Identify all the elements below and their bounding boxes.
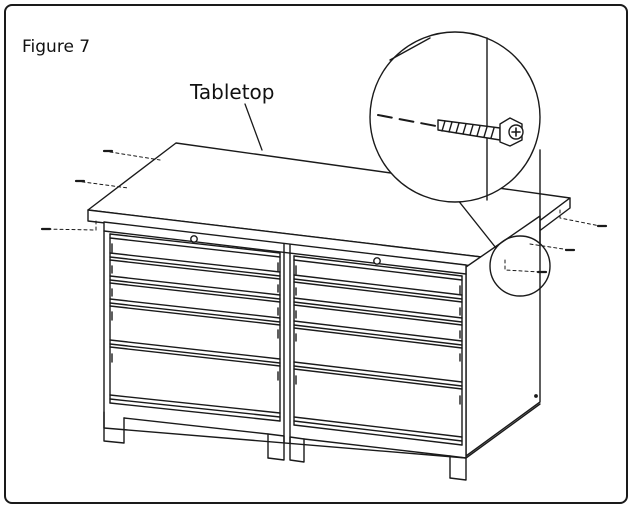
right-screws xyxy=(504,209,608,274)
tabletop-callout-label: Tabletop xyxy=(190,80,275,104)
left-lock-icon xyxy=(190,235,198,243)
tabletop-leader-line xyxy=(244,103,263,151)
right-drawer-bank xyxy=(293,255,463,446)
right-lock-icon xyxy=(373,257,381,265)
center-divider xyxy=(283,243,291,444)
magnified-detail xyxy=(369,31,541,203)
detail-source-circle xyxy=(489,235,551,297)
left-drawer-bank xyxy=(109,233,281,422)
cabinet-base xyxy=(103,403,541,481)
left-screws xyxy=(40,149,161,231)
side-rivet xyxy=(534,394,538,398)
top-rail xyxy=(103,230,467,275)
figure-label: Figure 7 xyxy=(22,37,91,57)
